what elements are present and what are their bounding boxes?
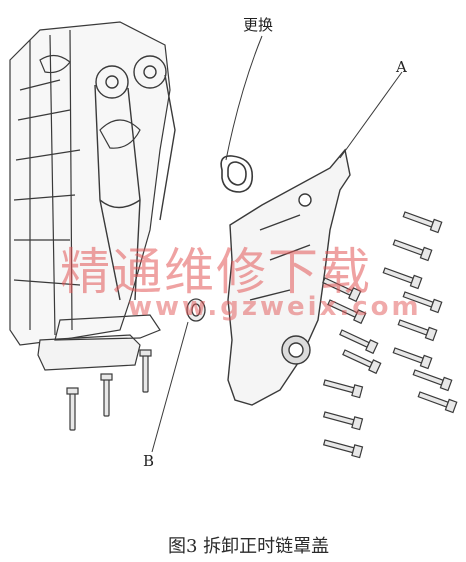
timing-chain-assembly: [94, 55, 176, 301]
watermark-url: www.gzweix.com: [128, 292, 422, 322]
o-ring-seal: [220, 155, 254, 193]
figure-caption: 图3 拆卸正时链罩盖: [168, 536, 330, 557]
watermark-text: 精通维修下载: [60, 243, 372, 301]
label-b-leader-line: [151, 321, 189, 453]
part-label-b: B: [143, 452, 155, 470]
cover-bolts: [322, 211, 458, 459]
part-label-a: A: [396, 58, 407, 76]
label-a-leader-line: [339, 71, 403, 159]
replace-leader-line: [225, 35, 263, 161]
replace-label: 更换: [243, 16, 274, 34]
timing-chain-cover: [227, 148, 351, 406]
seal-b: [186, 298, 206, 322]
engine-bolts: [66, 349, 152, 431]
oil-pan: [37, 314, 161, 371]
